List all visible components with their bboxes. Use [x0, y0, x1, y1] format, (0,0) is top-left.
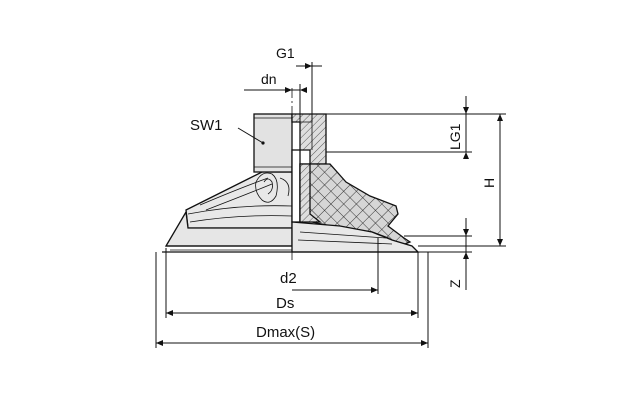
threaded-fitting	[253, 113, 293, 173]
suction-cup-body	[162, 171, 293, 253]
label-g1: G1	[276, 45, 295, 61]
label-dmax: Dmax(S)	[256, 324, 315, 341]
dimension-ds: Ds	[165, 248, 419, 318]
dimension-lg1: LG1	[326, 96, 506, 159]
dimension-dmax: Dmax(S)	[155, 252, 429, 348]
dimension-h: H	[418, 114, 506, 247]
dimension-g1: G1	[276, 45, 322, 122]
label-sw1: SW1	[190, 117, 223, 134]
label-ds: Ds	[276, 295, 294, 312]
dimension-sw1: SW1	[190, 117, 264, 144]
dimension-dn: dn	[244, 71, 307, 150]
label-z: Z	[447, 279, 463, 288]
label-lg1: LG1	[447, 123, 463, 150]
dimension-z: Z	[404, 218, 472, 290]
label-dn: dn	[261, 71, 277, 87]
label-d2: d2	[280, 270, 297, 287]
label-h: H	[481, 178, 497, 188]
section-view	[291, 113, 420, 253]
dimension-d2: d2	[280, 238, 379, 294]
